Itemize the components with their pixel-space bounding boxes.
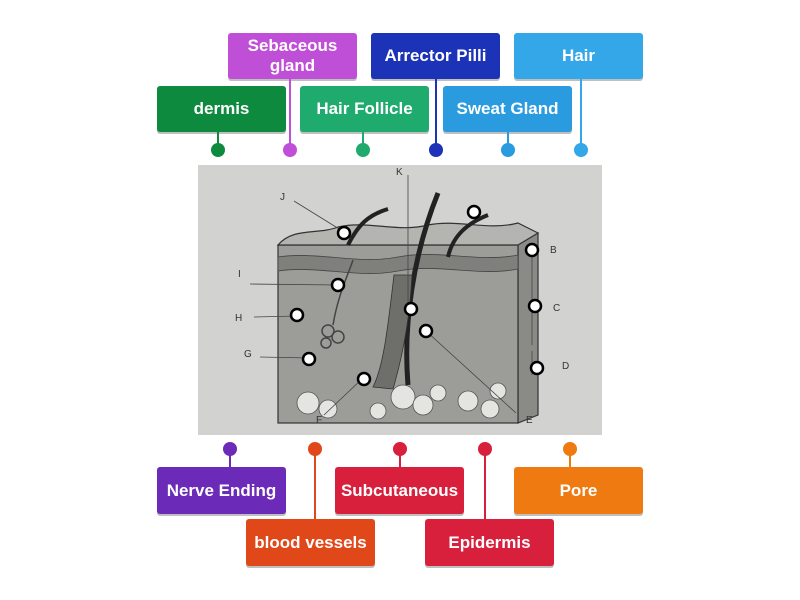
pin-dot-hair-follicle: [356, 143, 370, 157]
hotspot-i[interactable]: [330, 277, 346, 293]
tag-label: Nerve Ending: [166, 480, 277, 500]
pin-dot-pore: [563, 442, 577, 456]
hair-shaft-3: [446, 213, 489, 258]
pin-line-hair: [580, 79, 582, 148]
tag-label: Subcutaneous: [340, 480, 459, 500]
tag-label: Hair: [561, 46, 596, 65]
pin-line-epidermis: [484, 452, 486, 520]
tag-label: Epidermis: [448, 532, 531, 552]
letter-f: F: [316, 415, 322, 426]
pin-dot-sweat-gland: [501, 143, 515, 157]
hair-shaft-2: [404, 192, 441, 386]
tag-subcutaneous[interactable]: Subcutaneous: [335, 467, 464, 514]
letter-j: J: [280, 192, 285, 203]
letter-c: C: [553, 303, 560, 314]
pin-dot-nerve-ending: [223, 442, 237, 456]
hotspot-h[interactable]: [289, 307, 305, 323]
pin-line-sweat-gland: [507, 132, 509, 148]
pin-dot-dermis: [211, 143, 225, 157]
letter-e: E: [526, 415, 533, 426]
pin-dot-sebaceous: [283, 143, 297, 157]
pin-dot-arrector: [429, 143, 443, 157]
tag-sweat-gland[interactable]: Sweat Gland: [443, 86, 572, 132]
pin-dot-epidermis: [478, 442, 492, 456]
tag-hair[interactable]: Hair: [514, 33, 643, 79]
hotspot-f[interactable]: [356, 371, 372, 387]
tag-blood-vessels[interactable]: blood vessels: [246, 519, 375, 566]
hotspot-j[interactable]: [336, 225, 352, 241]
sweat-gland-coil: [320, 259, 354, 349]
hotspot-c[interactable]: [527, 298, 543, 314]
epidermis-layer: [277, 254, 519, 274]
skin-side-face: [517, 232, 539, 424]
fat-cells: [296, 382, 507, 420]
skin-cross-section-diagram: J K I H G F B C D E: [198, 165, 602, 435]
hotspot-k[interactable]: [466, 204, 482, 220]
pin-line-pore: [569, 452, 571, 468]
letter-i: I: [238, 269, 241, 280]
letter-b: B: [550, 245, 557, 256]
tag-label: Arrector Pilli: [384, 46, 487, 65]
tag-label: blood vessels: [254, 532, 367, 552]
hotspot-e[interactable]: [418, 323, 434, 339]
letter-k: K: [396, 167, 403, 178]
tag-epidermis[interactable]: Epidermis: [425, 519, 554, 566]
tag-label: Sweat Gland: [456, 99, 559, 118]
tag-label: Hair Follicle: [316, 99, 413, 118]
hotspot-b[interactable]: [524, 242, 540, 258]
pin-line-blood-vessels: [314, 452, 316, 520]
tag-label: Pore: [559, 480, 598, 500]
tag-sebaceous-gland[interactable]: Sebaceous gland: [228, 33, 357, 79]
pin-line-hair-follicle: [362, 132, 364, 148]
hotspot-g[interactable]: [301, 351, 317, 367]
pin-line-dermis: [217, 132, 219, 148]
pin-line-arrector: [435, 79, 437, 148]
letter-d: D: [562, 361, 569, 372]
tag-pore[interactable]: Pore: [514, 467, 643, 514]
pin-line-nerve-ending: [229, 452, 231, 468]
hair-shaft-1: [346, 207, 389, 246]
tag-label: dermis: [193, 99, 250, 118]
pin-line-sebaceous: [289, 79, 291, 148]
pin-line-subcutaneous: [399, 452, 401, 468]
pin-dot-hair: [574, 143, 588, 157]
pin-dot-blood-vessels: [308, 442, 322, 456]
tag-hair-follicle[interactable]: Hair Follicle: [300, 86, 429, 132]
letter-h: H: [235, 313, 242, 324]
tag-arrector-pilli[interactable]: Arrector Pilli: [371, 33, 500, 79]
letter-g: G: [244, 349, 252, 360]
hotspot-d[interactable]: [529, 360, 545, 376]
tag-nerve-ending[interactable]: Nerve Ending: [157, 467, 286, 514]
hotspot-arrector-area[interactable]: [403, 301, 419, 317]
pin-dot-subcutaneous: [393, 442, 407, 456]
tag-label: Sebaceous gland: [247, 36, 338, 75]
tag-dermis[interactable]: dermis: [157, 86, 286, 132]
